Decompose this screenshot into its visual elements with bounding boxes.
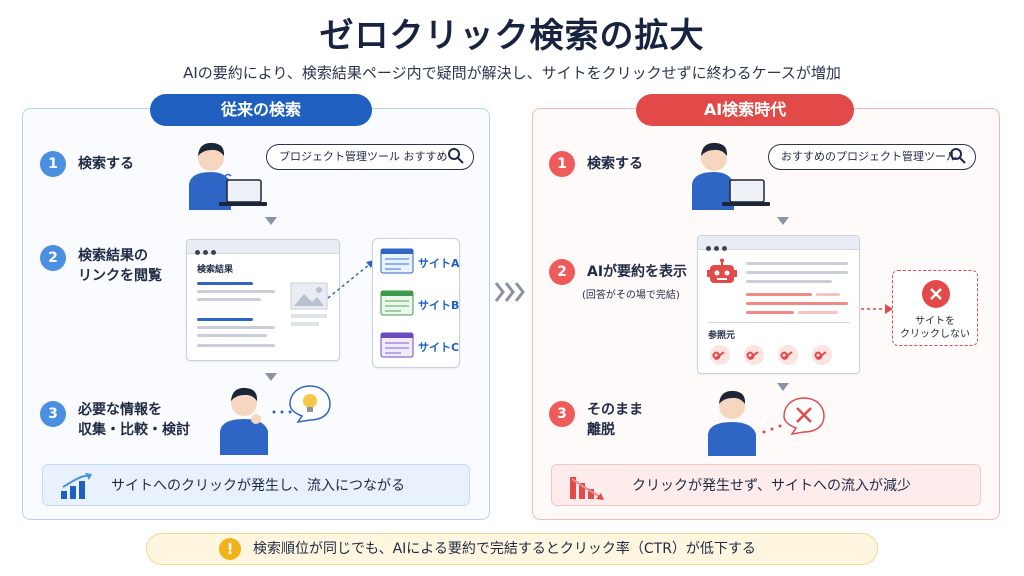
step-number: 3 [549, 401, 575, 427]
person-leaving-icon [708, 390, 756, 456]
step-label-line2: 収集・比較・検討 [78, 422, 190, 438]
banner-text: サイトへのクリックが発生し、流入につながる [111, 478, 405, 494]
image-placeholder-icon [290, 282, 328, 326]
search-query: おすすめのプロジェクト管理ツール [781, 150, 957, 163]
site-b-label[interactable]: サイトB [418, 299, 460, 312]
close-icon [783, 397, 825, 436]
lightbulb-icon [289, 385, 331, 424]
page-title: ゼロクリック検索の拡大 [319, 16, 705, 56]
site-c-label[interactable]: サイトC [418, 341, 460, 354]
search-input[interactable]: おすすめのプロジェクト管理ツール [768, 144, 976, 170]
search-input[interactable]: プロジェクト管理ツール おすすめ [266, 144, 474, 170]
arrow-down-icon [265, 373, 277, 381]
person-laptop-icon [189, 142, 267, 210]
thought-dots [272, 410, 292, 414]
ctr-note: ! 検索順位が同じでも、AIによる要約で完結するとクリック率（CTR）が低下する [146, 533, 878, 565]
step-label: 検索する [587, 156, 643, 172]
link-icon[interactable] [708, 344, 852, 366]
warning-icon: ! [219, 538, 241, 560]
no-click-box: サイトを クリックしない [892, 270, 978, 346]
search-query: プロジェクト管理ツール おすすめ [279, 150, 448, 163]
step-label-line1: そのまま [587, 402, 643, 418]
step-number: 2 [40, 245, 66, 271]
traditional-result-banner: サイトへのクリックが発生し、流入につながる [42, 464, 470, 506]
step-label-line1: 必要な情報を [78, 402, 162, 418]
window-titlebar [698, 236, 859, 251]
step-label-line2: 離脱 [587, 422, 615, 438]
thought-dots [762, 424, 782, 434]
close-icon [922, 280, 950, 308]
no-click-line2: クリックしない [900, 329, 970, 340]
no-click-line1: サイトを [915, 316, 955, 327]
site-b-icon [380, 290, 414, 316]
step-label-line1: 検索結果の [78, 248, 148, 264]
arrow-down-icon [265, 217, 277, 225]
arrow-down-icon [777, 383, 789, 391]
person-laptop-icon [692, 142, 770, 210]
step-number: 1 [40, 151, 66, 177]
ai-result-banner: クリックが発生せず、サイトへの流入が減少 [551, 464, 981, 506]
step-label-line2: リンクを閲覧 [78, 268, 162, 284]
site-c-icon [380, 332, 414, 358]
arrow-down-icon [777, 217, 789, 225]
step-number: 3 [40, 401, 66, 427]
site-a-icon [380, 248, 414, 274]
dashed-arrow [861, 304, 893, 314]
search-results-label: 検索結果 [197, 265, 234, 275]
bar-chart-up-icon [61, 473, 92, 499]
traditional-search-heading: 従来の検索 [150, 94, 372, 126]
bar-chart-down-icon [570, 477, 604, 500]
ctr-note-text: 検索順位が同じでも、AIによる要約で完結するとクリック率（CTR）が低下する [253, 541, 756, 557]
search-icon [448, 148, 464, 164]
sources-label: 参照元 [708, 331, 736, 341]
robot-icon [707, 258, 737, 283]
dashed-arrow [327, 260, 374, 299]
step-label: AIが要約を表示 [587, 264, 688, 280]
site-a-label[interactable]: サイトA [418, 257, 460, 270]
search-icon [950, 148, 966, 164]
step-number: 1 [549, 151, 575, 177]
page-subtitle: AIの要約により、検索結果ページ内で疑問が解決し、サイトをクリックせずに終わるケ… [183, 64, 841, 82]
ai-search-heading: AI検索時代 [636, 94, 854, 126]
step-label: 検索する [78, 156, 134, 172]
step-number: 2 [549, 259, 575, 285]
step-sub-label: (回答がその場で完結) [582, 290, 680, 301]
chevron-right-icon [494, 282, 525, 302]
window-titlebar [187, 240, 339, 255]
person-thinking-icon [220, 387, 268, 455]
banner-text: クリックが発生せず、サイトへの流入が減少 [632, 478, 912, 494]
